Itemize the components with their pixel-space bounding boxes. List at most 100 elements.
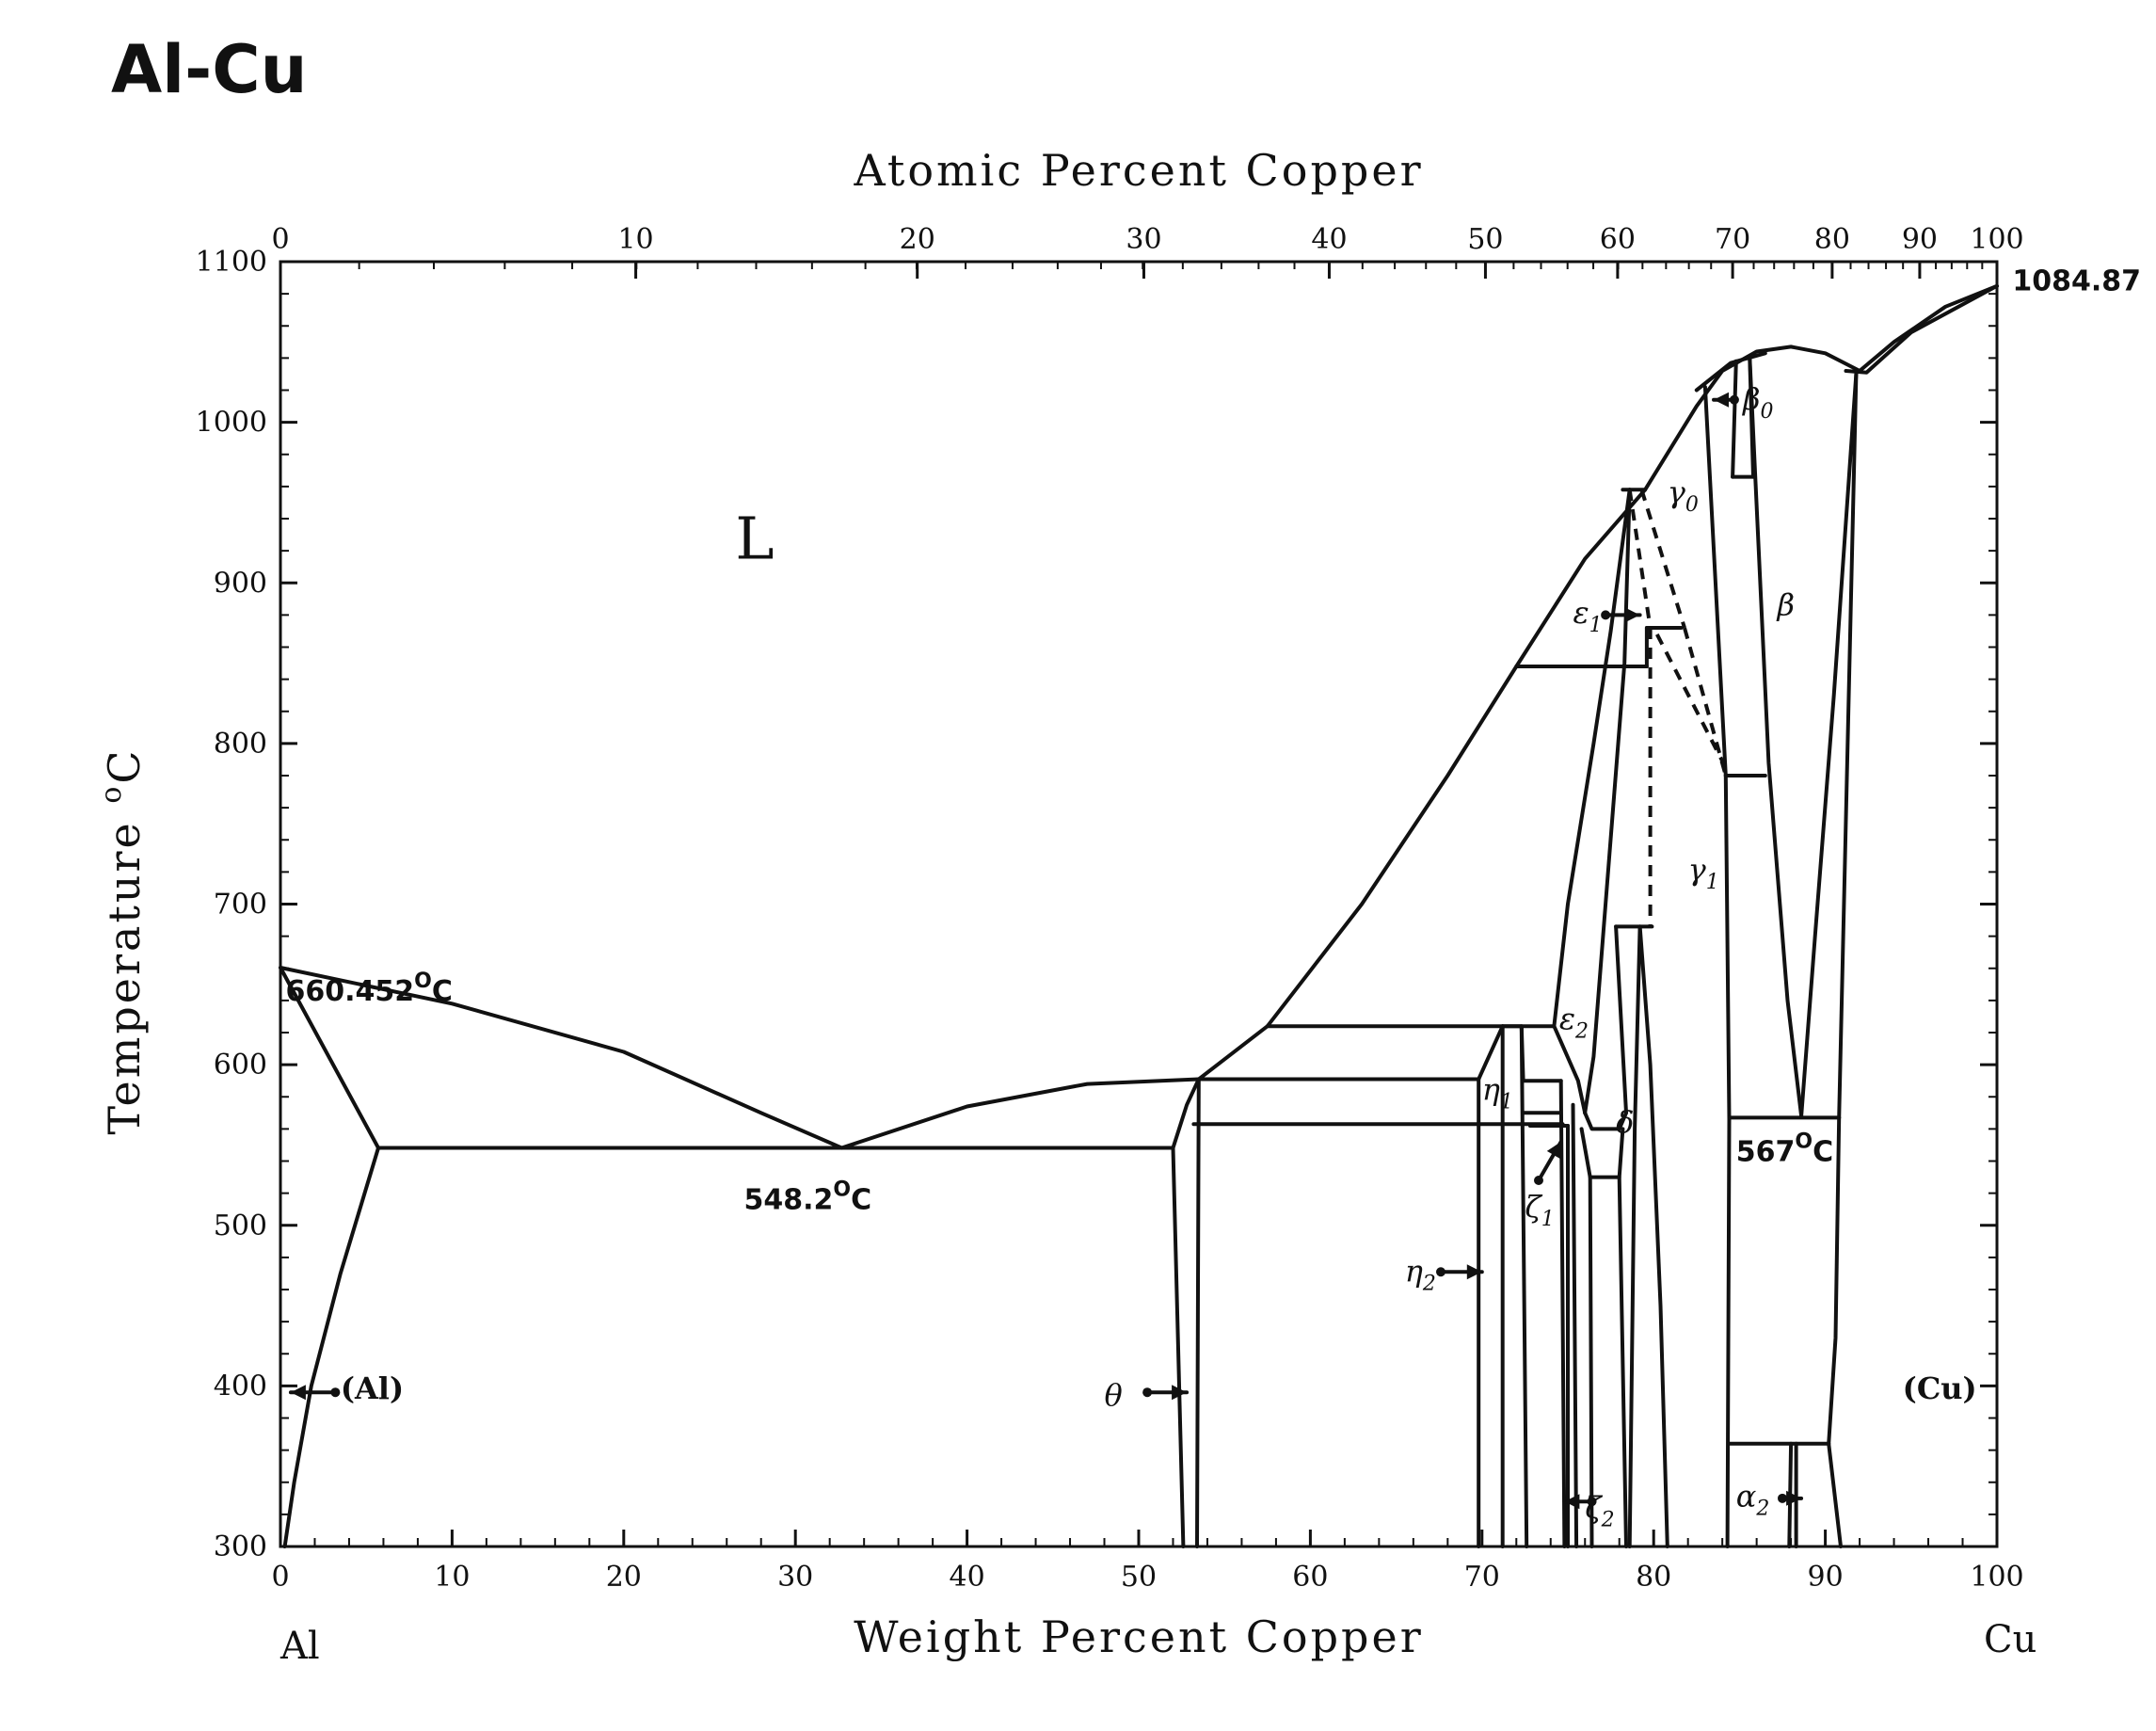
arrow-dot — [1587, 1497, 1597, 1507]
label-Cu: (Cu) — [1903, 1370, 1977, 1406]
x-tick-label: 10 — [434, 1561, 470, 1594]
plot-frame — [279, 260, 1999, 1548]
phase-boundary — [1552, 488, 1632, 1029]
top-axis-title: Atomic Percent Copper — [853, 145, 1423, 196]
metastable-boundary — [1627, 489, 1653, 629]
metastable-boundary — [1639, 489, 1686, 629]
svg-text:Temperature oC: Temperature oC — [95, 747, 150, 1134]
label-Al: (Al) — [341, 1370, 404, 1406]
y-tick-label: 600 — [214, 1049, 267, 1082]
y-tick-label: 1000 — [196, 407, 267, 440]
phase-boundary — [1171, 1077, 1201, 1150]
label-beta: β — [1777, 586, 1796, 622]
y-axis-title-unit: C — [99, 747, 150, 783]
phase-boundary — [1588, 1175, 1594, 1548]
phase-boundary — [282, 1146, 380, 1548]
arrow-head — [1546, 1142, 1561, 1159]
top-tick-label: 0 — [271, 223, 289, 256]
top-tick-label: 60 — [1600, 223, 1636, 256]
top-tick-label: 20 — [900, 223, 935, 256]
label-gamma0: γ0 — [1668, 474, 1699, 517]
phase-boundary — [1694, 351, 1767, 393]
phase-boundary — [1827, 1441, 1843, 1548]
phase-boundary — [1477, 1024, 1505, 1082]
phase-boundary — [1637, 924, 1669, 1548]
phase-boundary — [1723, 774, 1732, 1548]
phase-boundary — [1195, 1077, 1201, 1548]
eutectoid-point: 567OC — [1736, 1130, 1833, 1169]
label-zeta2: ζ2 — [1585, 1489, 1614, 1531]
x-tick-label: 40 — [950, 1561, 985, 1594]
x-tick-label: 70 — [1464, 1561, 1500, 1594]
x-tick-label: 90 — [1808, 1561, 1844, 1594]
phase-boundary — [1583, 488, 1632, 1115]
y-tick-label: 500 — [214, 1210, 267, 1242]
x-tick-label: 50 — [1121, 1561, 1157, 1594]
arrow-head — [1786, 1490, 1802, 1506]
metastable-boundary — [1655, 633, 1726, 766]
phase-boundary — [1196, 283, 1999, 1082]
y-axis-title-main: Temperature — [99, 804, 150, 1135]
x-tick-label: 0 — [271, 1561, 289, 1594]
arrow-dot — [1436, 1267, 1446, 1277]
phase-boundary — [1614, 924, 1628, 1115]
label-L: L — [735, 505, 774, 573]
y-tick-label: 800 — [214, 728, 267, 761]
x-tick-label: 60 — [1292, 1561, 1328, 1594]
top-tick-label: 90 — [1902, 223, 1938, 256]
x-tick-label: 30 — [777, 1561, 813, 1594]
label-eta1: η1 — [1482, 1072, 1513, 1114]
arrow-Al — [288, 1385, 341, 1401]
arrow-dot — [1729, 394, 1739, 405]
phase-boundary — [1702, 385, 1728, 777]
arrow-theta — [1142, 1385, 1190, 1401]
phase-boundary — [1552, 1024, 1588, 1115]
phase-boundary — [1731, 359, 1738, 479]
eutectic-point: 548.2OC — [743, 1178, 871, 1217]
arrow-head — [1564, 1494, 1580, 1510]
top-tick-label: 100 — [1970, 223, 2023, 256]
x-tick-label: 100 — [1970, 1561, 2023, 1594]
phase-boundary — [1558, 1079, 1567, 1548]
y-tick-label: 1100 — [196, 246, 267, 279]
label-beta0: β0 — [1742, 381, 1774, 424]
phase-boundary — [1844, 283, 1999, 375]
arrow-zeta2 — [1562, 1494, 1597, 1510]
arrow-dot — [1142, 1387, 1153, 1398]
metastable-boundary — [1683, 627, 1728, 777]
top-tick-label: 50 — [1467, 223, 1503, 256]
y-tick-label: 300 — [214, 1531, 267, 1563]
x-axis-title: Weight Percent Copper — [854, 1611, 1423, 1662]
arrow-head — [1624, 607, 1640, 623]
top-tick-label: 30 — [1126, 223, 1161, 256]
y-tick-label: 700 — [214, 889, 267, 922]
phase-boundary — [1171, 1146, 1186, 1548]
label-delta: δ — [1616, 1104, 1634, 1140]
page-title: Al-Cu — [111, 31, 307, 108]
phase-boundary — [1571, 1102, 1579, 1548]
label-zeta1: ζ1 — [1525, 1189, 1554, 1231]
label-theta: θ — [1105, 1377, 1123, 1413]
top-tick-label: 80 — [1814, 223, 1850, 256]
y-axis-title: Temperature oC — [95, 747, 150, 1134]
x-tick-label: 20 — [606, 1561, 642, 1594]
phase-boundary — [1617, 1175, 1628, 1548]
phase-boundary — [1519, 1024, 1525, 1083]
top-tick-label: 70 — [1715, 223, 1750, 256]
label-epsilon2: ε2 — [1559, 1002, 1589, 1044]
phase-boundary — [1748, 356, 1804, 1118]
phase-boundary — [1799, 372, 1859, 1118]
arrow-alpha2 — [1778, 1490, 1804, 1506]
label-eta2: η2 — [1405, 1253, 1436, 1295]
top-tick-label: 40 — [1311, 223, 1347, 256]
arrow-dot — [1533, 1175, 1543, 1185]
end-label-cu: Cu — [1984, 1618, 2036, 1661]
phase-boundary — [1627, 924, 1642, 1548]
x-tick-label: 80 — [1636, 1561, 1671, 1594]
y-tick-label: 900 — [214, 567, 267, 600]
arrow-zeta1 — [1533, 1140, 1563, 1185]
arrow-dot — [1778, 1493, 1787, 1503]
phase-boundary — [1837, 372, 1859, 1120]
arrow-head — [290, 1385, 306, 1401]
